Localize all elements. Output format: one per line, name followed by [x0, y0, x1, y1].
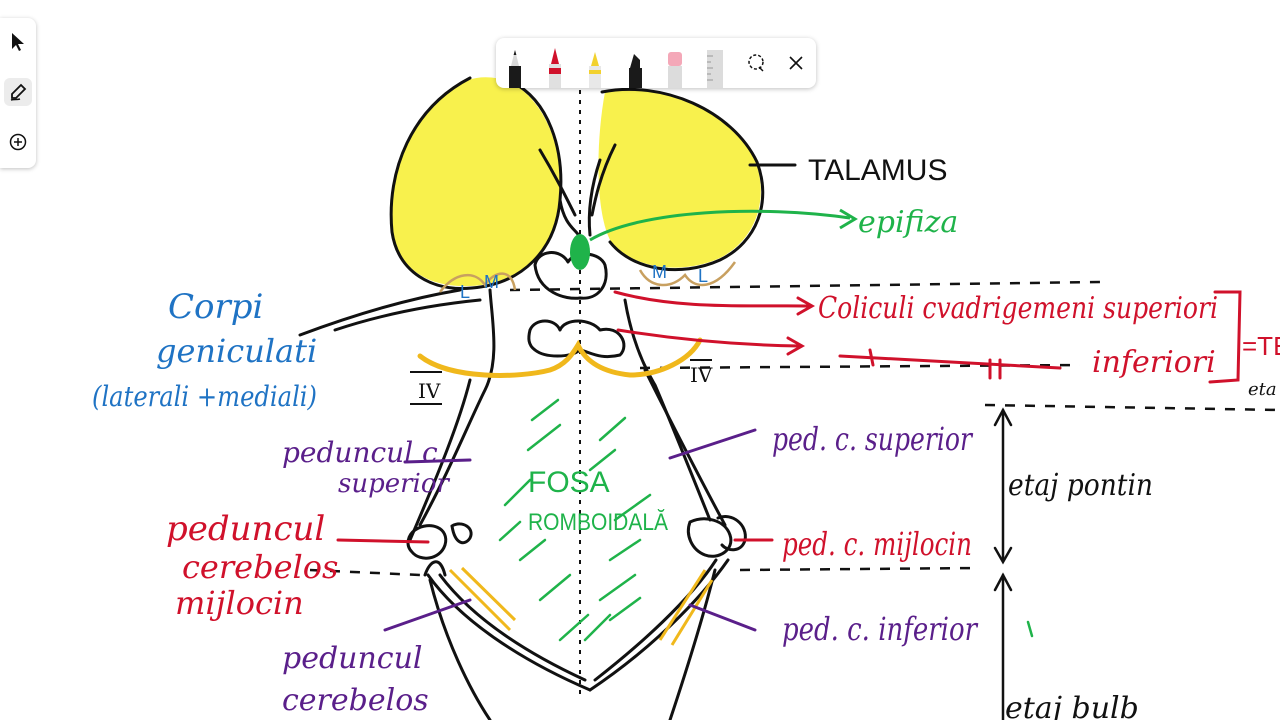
label-fosa-line1: FOSA — [528, 466, 610, 499]
label-fosa-line2: ROMBOIDALĂ — [528, 509, 668, 536]
label-peduncul-mij-line2: cerebelos — [182, 548, 338, 586]
ruler-button[interactable] — [700, 38, 730, 88]
inferior-peduncle-highlight — [448, 566, 714, 646]
label-peduncul-mij-line3: mijlocin — [175, 584, 304, 622]
label-inferiori: inferiori — [1092, 345, 1216, 380]
label-coliculi-superiori: Coliculi cvadrigemeni superiori — [818, 291, 1218, 326]
lasso-icon — [748, 54, 764, 72]
ruler-icon — [707, 50, 723, 88]
label-ped-c-mijlocin: ped. c. mijlocin — [782, 525, 972, 563]
thalamus-highlight — [390, 77, 761, 287]
label-nerve-iv-left: IV — [418, 379, 441, 403]
label-letter-l-left: L — [460, 282, 470, 302]
eraser-icon — [668, 52, 682, 88]
trochlear-arc — [417, 337, 703, 378]
nerve-iv-marks — [410, 359, 712, 405]
left-toolbar — [0, 18, 36, 168]
label-letter-l-right: L — [698, 266, 708, 286]
pen-tool-button[interactable] — [4, 78, 32, 106]
label-letter-m-left: M — [484, 272, 499, 292]
close-button[interactable] — [782, 49, 810, 77]
label-edge-fragment-2: eta — [1248, 379, 1277, 400]
label-edge-fragment: =TE — [1242, 331, 1280, 361]
pen-red-button[interactable] — [540, 38, 570, 88]
level-arrows — [993, 407, 1034, 720]
geniculate-bumps — [439, 261, 737, 293]
label-ped-c-superior: ped. c. superior — [772, 420, 973, 458]
eraser-button[interactable] — [660, 38, 690, 88]
red-pen-icon — [549, 48, 561, 88]
purple-pointers — [383, 428, 757, 632]
label-peduncul-inf-line2: cerebelos — [282, 683, 429, 718]
label-peduncul-mij-line1: peduncul — [166, 509, 325, 549]
label-ped-c-inferior: ped. c. inferior — [782, 610, 978, 648]
close-icon — [789, 56, 803, 70]
black-marker-icon — [629, 54, 642, 88]
label-peduncul-sup-line2: superior — [338, 469, 451, 499]
add-tool-button[interactable] — [4, 128, 32, 156]
pen-black-button[interactable] — [500, 38, 530, 88]
highlighter-yellow-button[interactable] — [580, 38, 610, 88]
label-corpi-line1: Corpi — [168, 287, 263, 327]
red-pointers — [336, 290, 1242, 544]
label-peduncul-sup-line1: peduncul c. — [282, 436, 447, 469]
pen-icon — [10, 83, 27, 101]
plus-circle-icon — [9, 133, 27, 151]
label-corpi-line2: geniculati — [156, 332, 317, 370]
black-pen-icon — [509, 50, 521, 88]
brainstem-outline — [298, 76, 797, 720]
label-corpi-line3: (laterali +mediali) — [92, 380, 317, 413]
highlighter-black-button[interactable] — [620, 38, 650, 88]
label-etaj-pontin: etaj pontin — [1008, 468, 1153, 503]
pen-toolbar — [496, 38, 816, 88]
label-epifiza: epifiza — [858, 205, 958, 240]
label-nerve-iv-right: IV — [690, 363, 713, 387]
cursor-arrow-icon — [12, 33, 24, 51]
epiphysis — [570, 208, 858, 270]
label-talamus: TALAMUS — [808, 154, 947, 187]
label-letter-m-right: M — [652, 262, 667, 282]
yellow-highlighter-icon — [589, 52, 601, 88]
lasso-select-button[interactable] — [742, 49, 770, 77]
select-tool-button[interactable] — [4, 28, 32, 56]
label-etaj-bulbar: etaj bulb — [1005, 691, 1139, 720]
rhomboid-fossa-hatching — [498, 398, 652, 642]
label-peduncul-inf-line1: peduncul — [282, 641, 423, 676]
